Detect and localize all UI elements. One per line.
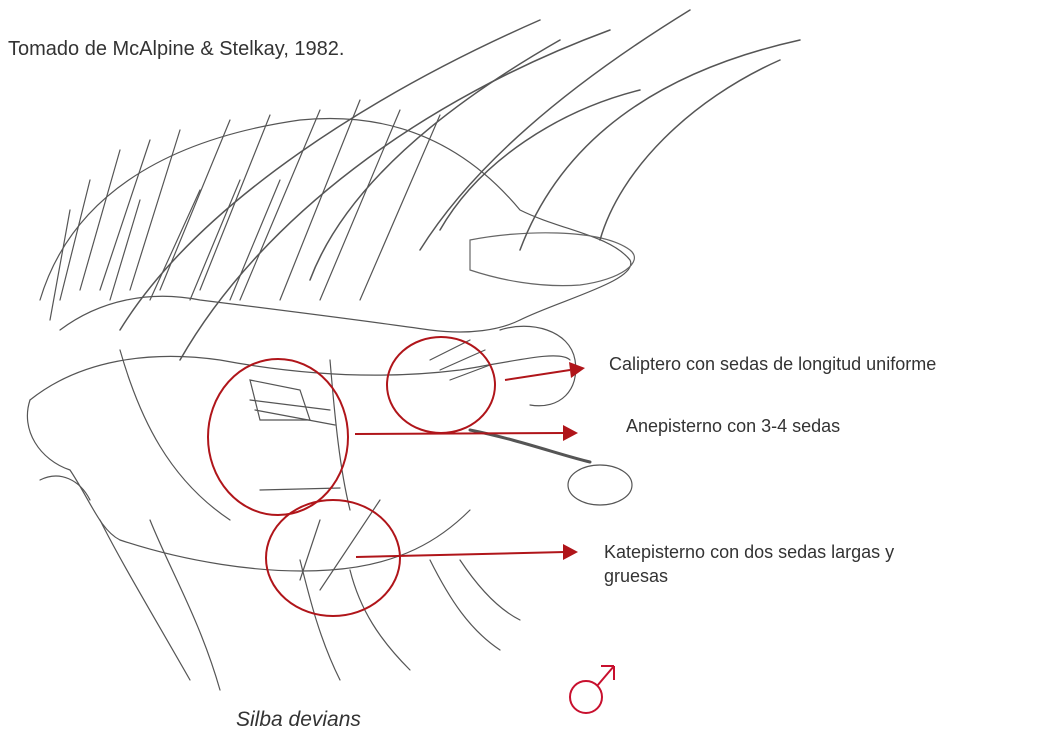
calypter-arrowhead <box>569 362 585 378</box>
annotation-layer <box>207 336 571 617</box>
anepisternum-highlight-ellipse <box>207 358 349 516</box>
calypter-label: Caliptero con sedas de longitud uniforme <box>609 354 937 374</box>
anepisternum-label: Anepisterno con 3-4 sedas <box>626 416 841 436</box>
source-credit: Tomado de McAlpine & Stelkay, 1982. <box>8 38 345 60</box>
calypter-highlight-ellipse <box>386 336 496 434</box>
anepisternum-arrowhead <box>563 425 578 441</box>
katepisternum-highlight-ellipse <box>265 499 401 617</box>
katepisternum-arrow <box>355 551 566 558</box>
species-name: Silba devians <box>236 708 361 731</box>
male-symbol <box>569 665 615 714</box>
katepisternum-arrowhead <box>563 544 578 560</box>
calypter-arrow <box>504 369 571 381</box>
anepisternum-arrow <box>354 432 566 435</box>
katepisternum-label: Katepisterno con dos sedas largas y grue… <box>604 542 895 587</box>
